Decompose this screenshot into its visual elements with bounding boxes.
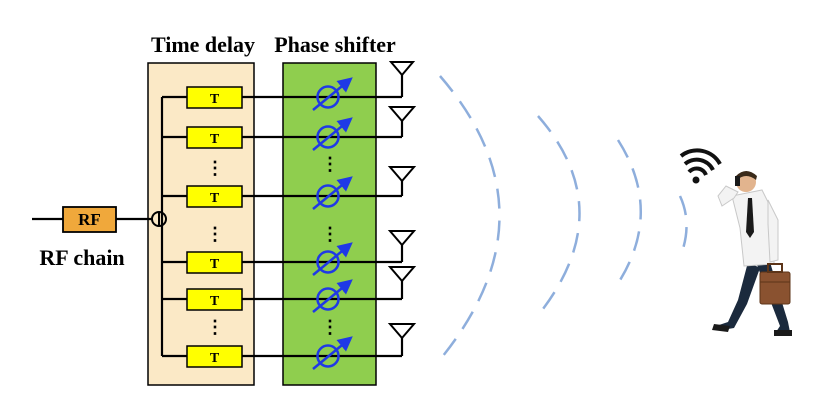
phase-shifter-icon: [312, 336, 353, 370]
branch-1: T: [162, 77, 402, 111]
phase-shifter-icon: [312, 242, 353, 276]
phase-shifter-icon: [312, 117, 353, 151]
antenna-icon: [387, 323, 417, 356]
wavefront-1: [437, 75, 501, 363]
branch-6: T: [162, 336, 402, 370]
delay-element-label: T: [210, 132, 220, 147]
time-delay-panel: [147, 62, 255, 386]
branch-2: T: [162, 117, 402, 151]
time-delay-label: Time delay: [151, 32, 255, 57]
delay-element-label: T: [210, 294, 220, 309]
antenna-icon: [387, 266, 417, 299]
branch-3: T: [162, 176, 402, 210]
branch-5: T: [162, 279, 402, 313]
delay-element-label: T: [210, 257, 220, 272]
ellipsis-phase-3: ⋮: [321, 317, 339, 337]
phase-shifter-label: Phase shifter: [274, 32, 396, 57]
ellipsis-delay-2: ⋮: [206, 224, 224, 244]
rf-chain-label: RF chain: [39, 245, 124, 270]
antenna-icon: [387, 230, 417, 262]
wavefront-3: [613, 139, 642, 289]
branch-4: T: [162, 242, 402, 276]
rf-block-label: RF: [78, 210, 101, 229]
wavefront-4: [678, 195, 688, 253]
ellipsis-phase-2: ⋮: [321, 224, 339, 244]
walking-user-on-phone-icon: [712, 171, 792, 336]
phase-shifter-icon: [312, 176, 353, 210]
phase-shifter-panel: [282, 62, 377, 386]
wavefront-2: [535, 115, 581, 319]
ellipsis-delay-3: ⋮: [206, 317, 224, 337]
phase-shifter-icon: [312, 77, 353, 111]
antenna-icon: [387, 166, 417, 196]
wifi-signal-icon: [679, 148, 722, 184]
ellipsis-phase-1: ⋮: [321, 154, 339, 174]
delay-element-label: T: [210, 351, 220, 366]
delay-element-label: T: [210, 92, 220, 107]
ellipsis-delay-1: ⋮: [206, 158, 224, 178]
antenna-icon: [387, 106, 417, 137]
delay-element-label: T: [210, 191, 220, 206]
rf-block: [62, 206, 117, 233]
antenna-icon: [388, 61, 416, 97]
phase-shifter-icon: [312, 279, 353, 313]
